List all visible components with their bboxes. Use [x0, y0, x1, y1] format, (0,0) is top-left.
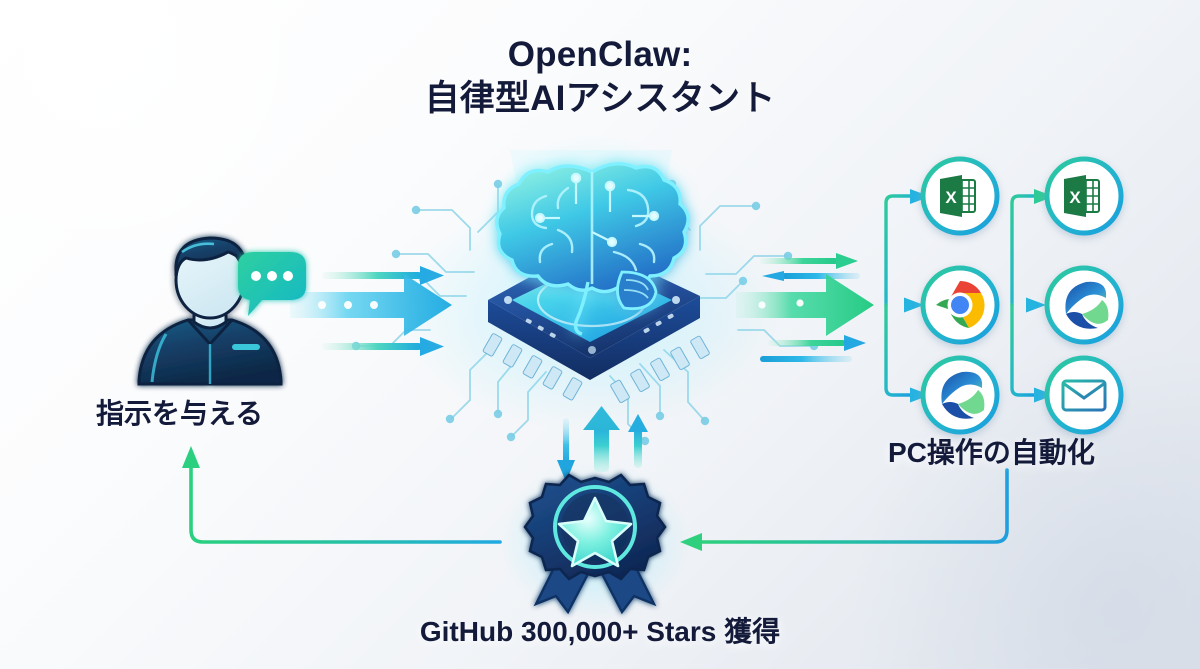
app-excel-icon-2[interactable]: X	[1044, 156, 1124, 236]
speech-bubble-icon	[238, 252, 306, 316]
engine-to-automation-arrow-group	[736, 253, 874, 362]
thin-arrow-left-return	[762, 271, 860, 281]
app-excel-icon-1[interactable]: X	[920, 156, 1000, 236]
edge-icon	[941, 371, 985, 419]
automation-to-stars-loop	[680, 468, 1009, 551]
svg-text:X: X	[1069, 188, 1081, 207]
mail-icon	[1061, 379, 1107, 412]
app-tree-connectors	[884, 194, 1038, 397]
person-avatar-icon	[137, 236, 283, 386]
stars-node-label: GitHub 300,000+ Stars 獲得	[419, 616, 781, 647]
title-line-2: 自律型AIアシスタント	[424, 79, 776, 118]
excel-icon: X	[1064, 175, 1100, 217]
title-line-1: OpenClaw:	[507, 35, 693, 74]
brain-hologram-icon	[495, 162, 690, 336]
award-ribbon-star-icon	[523, 473, 667, 615]
excel-icon: X	[940, 175, 976, 217]
app-chrome-icon[interactable]	[920, 265, 1000, 345]
chrome-icon	[936, 280, 985, 328]
thin-line-right-bottom2	[760, 356, 852, 362]
stars-to-user-loop	[182, 446, 502, 544]
app-edge-icon-2[interactable]	[1044, 265, 1124, 345]
automation-node-label: PC操作の自動化	[888, 437, 1095, 468]
page-title: OpenClaw: 自律型AIアシスタント	[0, 34, 1200, 121]
thin-arrow-right-top	[760, 253, 858, 269]
app-mail-icon[interactable]	[1044, 355, 1124, 435]
svg-text:X: X	[945, 188, 957, 207]
app-tree-arrowheads	[904, 189, 1054, 403]
user-node-label: 指示を与える	[96, 398, 264, 429]
thin-arrow-right-bottom	[768, 335, 866, 351]
app-edge-icon-1[interactable]	[920, 355, 1000, 435]
edge-icon	[1065, 281, 1109, 329]
